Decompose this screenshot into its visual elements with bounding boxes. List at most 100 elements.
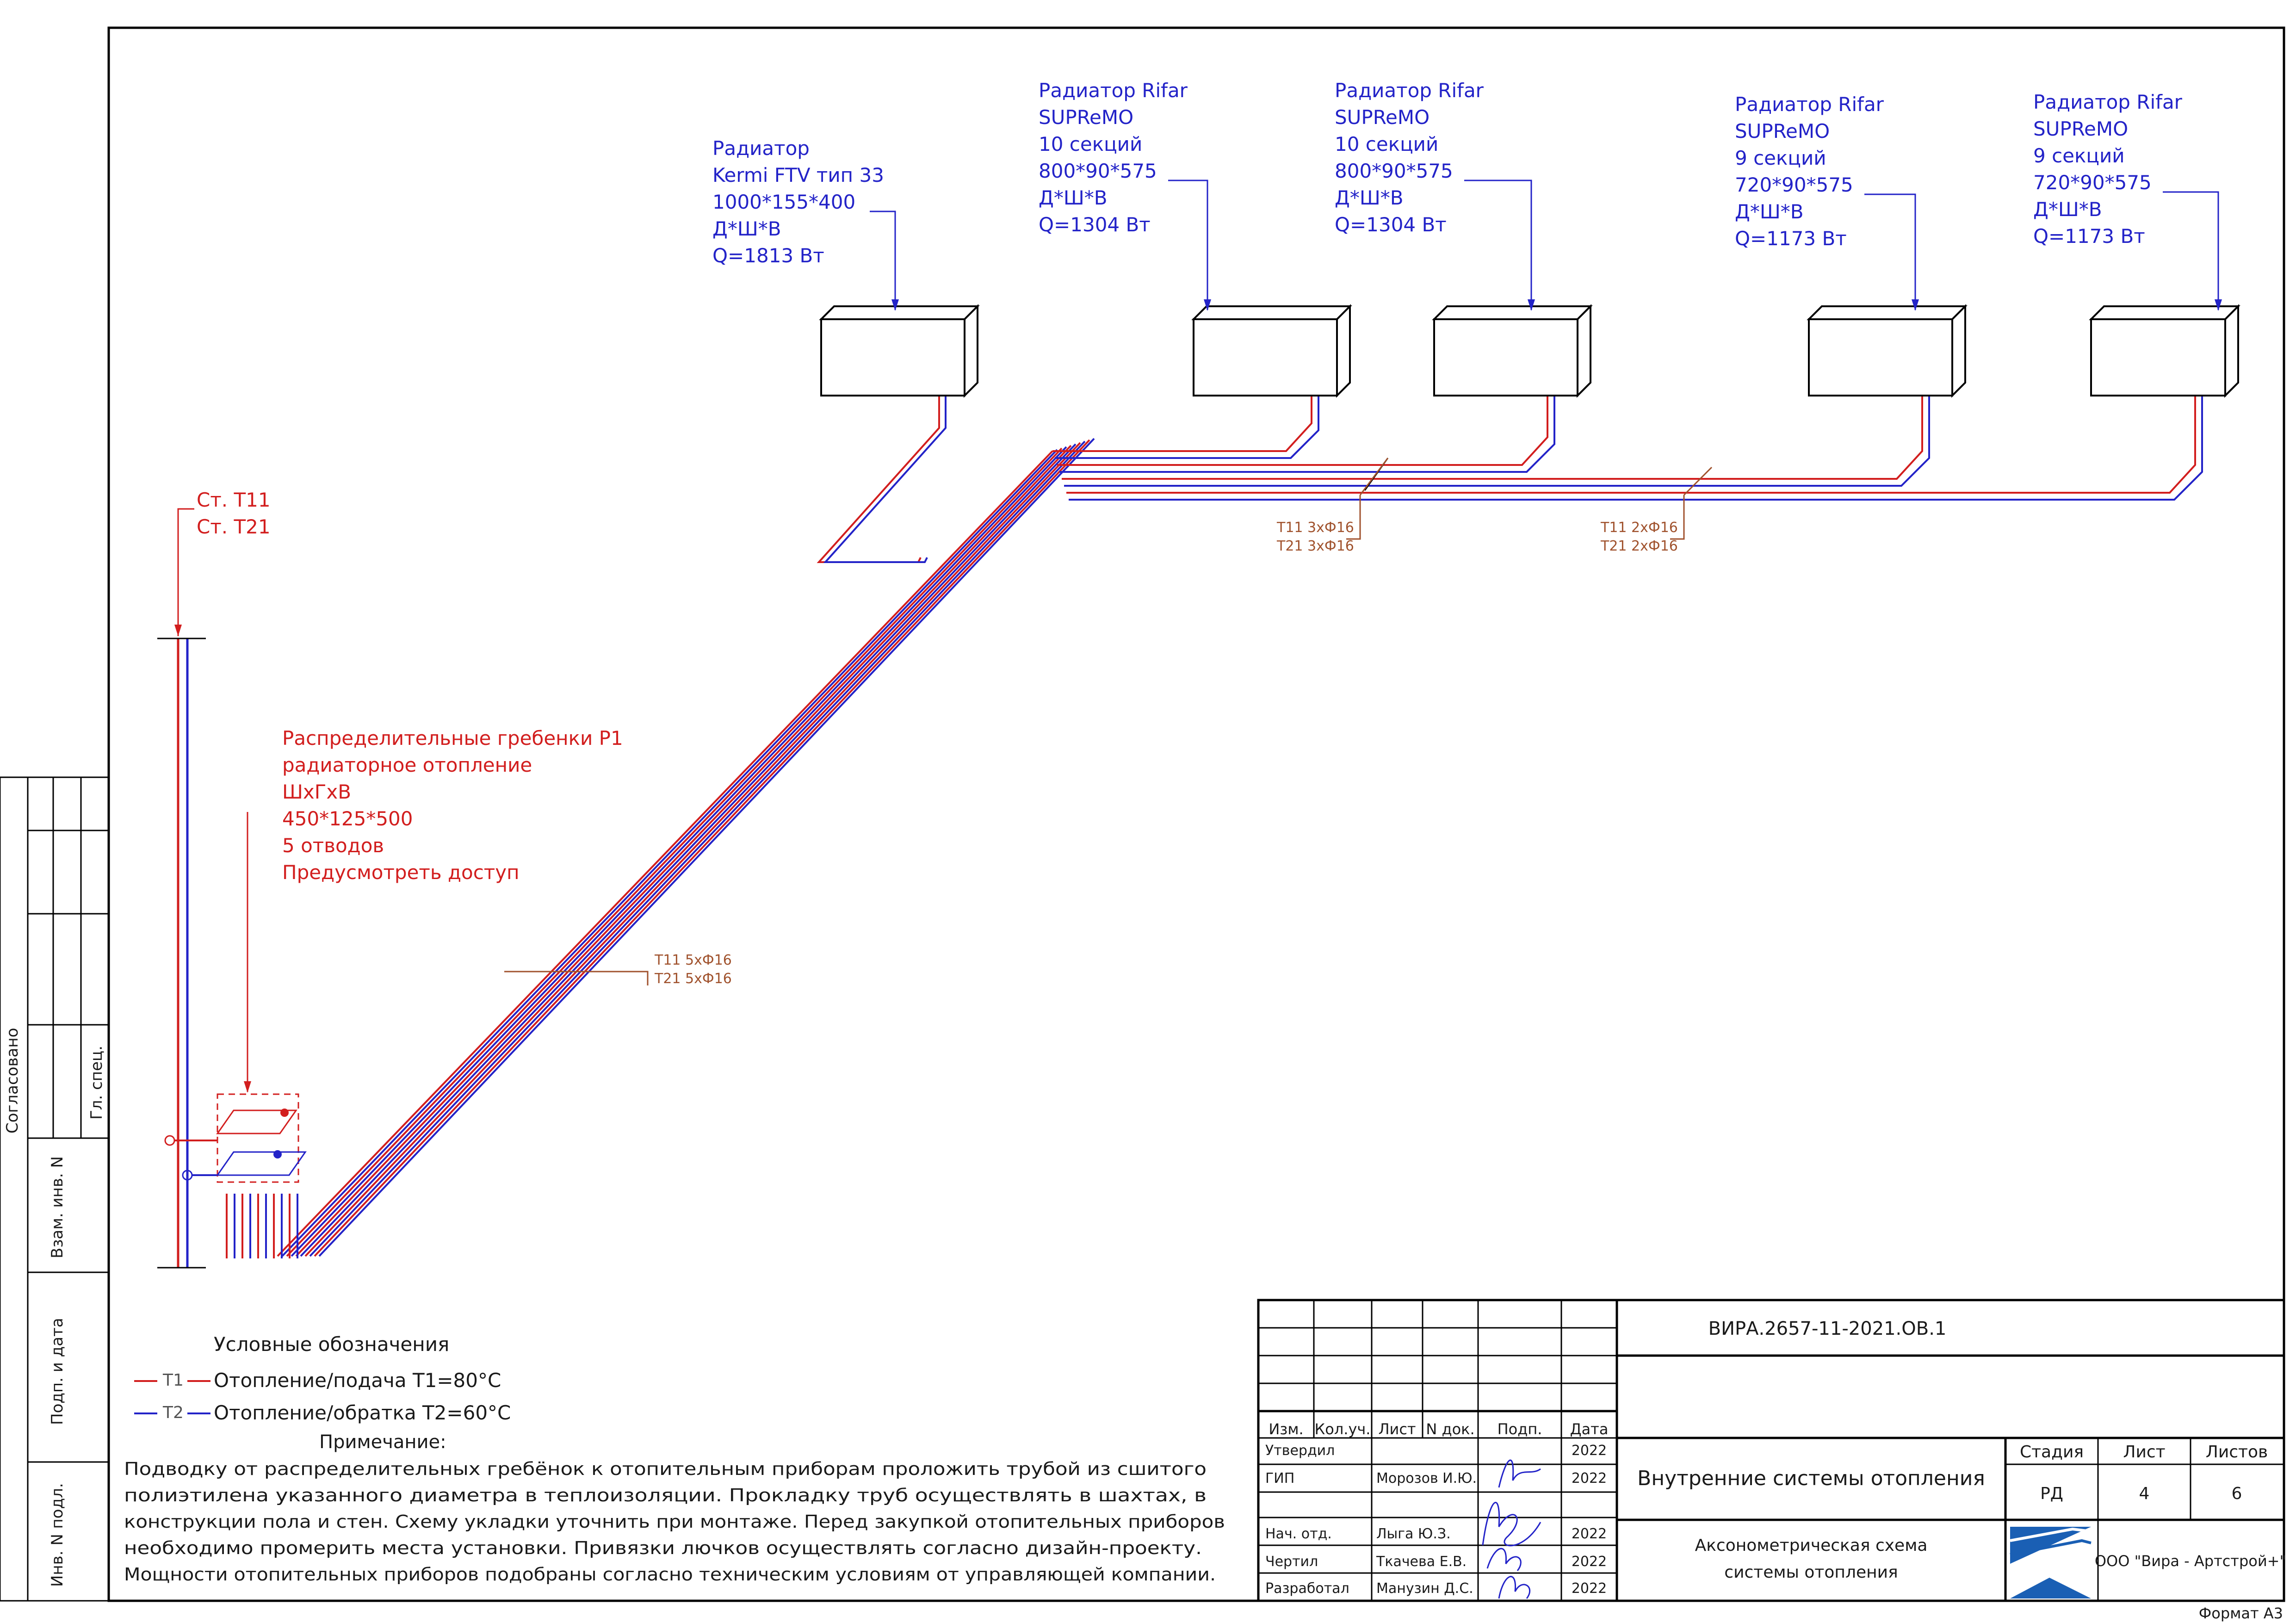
- note-line-1: полиэтилена указанного диаметра в теплои…: [124, 1485, 1207, 1505]
- pipe-label-2-a: Т11 2хФ16: [1600, 520, 1678, 536]
- signature-marks: [1482, 1459, 1541, 1599]
- radiator-1-label-4: Д*Ш*В: [1039, 186, 1108, 209]
- radiator-1-label-1: SUPReMO: [1039, 106, 1133, 129]
- sheet-label: Лист: [2123, 1443, 2165, 1462]
- legend-title: Условные обозначения: [214, 1333, 449, 1356]
- radiator-1-label-2: 10 секций: [1039, 133, 1142, 155]
- radiator-2-label-1: SUPReMO: [1335, 106, 1430, 129]
- pipe-label-group-0: Т11 5хФ16 Т21 5хФ16: [504, 952, 732, 987]
- radiator-4-label-1: SUPReMO: [2033, 118, 2128, 140]
- note-title: Примечание:: [319, 1431, 446, 1453]
- radiator-4-label-4: Д*Ш*В: [2033, 198, 2102, 221]
- doc-code: ВИРА.2657-11-2021.ОВ.1: [1708, 1318, 1947, 1339]
- radiator-4-label-2: 9 секций: [2033, 144, 2125, 167]
- radiator-2-label-4: Д*Ш*В: [1335, 186, 1404, 209]
- role-1: ГИП: [1265, 1470, 1294, 1487]
- radiator-0-label-1: Kermi FTV тип 33: [712, 164, 884, 186]
- legend-code-0: Т1: [162, 1371, 184, 1390]
- radiator-4-label-5: Q=1173 Вт: [2033, 225, 2145, 248]
- radiator-3-label-2: 9 секций: [1735, 147, 1826, 169]
- note-line-4: Мощности отопительных приборов подобраны…: [124, 1564, 1216, 1585]
- sheet-title-1: системы отопления: [1724, 1563, 1898, 1582]
- radiator-2-label-5: Q=1304 Вт: [1335, 213, 1447, 236]
- stage-value: РД: [2040, 1484, 2063, 1503]
- stamp-cell-2: Подп. и дата: [48, 1318, 67, 1425]
- pipe-label-1-b: Т21 3хФ16: [1276, 538, 1354, 554]
- col-izm: Изм.: [1269, 1420, 1303, 1438]
- radiator-0-label-3: Д*Ш*В: [712, 217, 781, 240]
- radiator-3-label-1: SUPReMO: [1735, 120, 1830, 142]
- sheet-value: 4: [2139, 1484, 2150, 1503]
- col-ndok: N док.: [1426, 1420, 1474, 1438]
- legend-text-1: Отопление/обратка Т2=60°С: [214, 1401, 511, 1424]
- note-line-2: конструкции пола и стен. Схему укладки у…: [124, 1511, 1225, 1532]
- note-line-0: Подводку от распределительных гребёнок к…: [124, 1459, 1207, 1479]
- stamp-cell-3: Инв. N подл.: [48, 1483, 67, 1587]
- radiator-2-label-2: 10 секций: [1335, 133, 1438, 155]
- date-1: 2022: [1572, 1470, 1607, 1487]
- sheet-title-0: Аксонометрическая схема: [1695, 1536, 1928, 1555]
- stamp-cell-0: Гл. спец.: [87, 1046, 106, 1120]
- stamp-cell-1: Взам. инв. N: [48, 1156, 67, 1258]
- manifold-label-4: 5 отводов: [282, 834, 384, 857]
- manifold-label-3: 450*125*500: [282, 807, 413, 830]
- stamp-agreed: Согласовано: [3, 1028, 22, 1134]
- legend-code-1: Т2: [162, 1403, 184, 1422]
- pipe-bundle: [226, 396, 2203, 1258]
- stage-label: Стадия: [2020, 1443, 2084, 1462]
- riser-label-1: Ст. Т21: [197, 515, 271, 538]
- company-logo: [2010, 1527, 2092, 1598]
- radiator-3-label-3: 720*90*575: [1735, 173, 1853, 196]
- manifold-label-2: ШхГхВ: [282, 781, 351, 803]
- col-date: Дата: [1570, 1420, 1609, 1438]
- radiator-2-label-3: 800*90*575: [1335, 160, 1453, 182]
- date-0: 2022: [1572, 1443, 1607, 1459]
- radiator-3-label-4: Д*Ш*В: [1735, 200, 1804, 223]
- company-name: ООО "Вира - Артстрой+": [2095, 1552, 2286, 1570]
- sheets-label: Листов: [2206, 1443, 2268, 1462]
- name-1: Морозов И.Ю.: [1376, 1470, 1477, 1487]
- date-2: 2022: [1572, 1526, 1607, 1542]
- col-podp: Подп.: [1498, 1420, 1542, 1438]
- project-name: Внутренние системы отопления: [1637, 1467, 1985, 1490]
- radiator-3-label-5: Q=1173 Вт: [1735, 227, 1847, 250]
- date-4: 2022: [1572, 1580, 1607, 1597]
- sheets-value: 6: [2232, 1484, 2242, 1503]
- name-4: Манузин Д.С.: [1376, 1580, 1473, 1597]
- legend-text-0: Отопление/подача Т1=80°С: [214, 1369, 501, 1392]
- radiator-0-label-0: Радиатор: [712, 137, 810, 160]
- role-0: Утвердил: [1265, 1443, 1335, 1459]
- manifold-label-0: Распределительные гребенки Р1: [282, 727, 623, 750]
- pipe-label-2-b: Т21 2хФ16: [1600, 538, 1678, 554]
- pipe-label-0-a: Т11 5хФ16: [654, 952, 732, 968]
- radiator-1-label-0: Радиатор Rifar: [1039, 79, 1188, 102]
- paper-format: Формат А3: [2199, 1604, 2283, 1622]
- role-4: Разработал: [1265, 1580, 1349, 1597]
- drawing-frame: [107, 26, 2285, 1602]
- name-2: Лыга Ю.З.: [1376, 1526, 1451, 1542]
- radiator-1-label-3: 800*90*575: [1039, 160, 1157, 182]
- radiator-0-label-4: Q=1813 Вт: [712, 244, 824, 267]
- date-3: 2022: [1572, 1554, 1607, 1570]
- name-3: Ткачева Е.В.: [1376, 1554, 1467, 1570]
- col-list: Лист: [1378, 1420, 1416, 1438]
- pipe-label-1-a: Т11 3хФ16: [1276, 520, 1354, 536]
- role-2: Нач. отд.: [1265, 1526, 1332, 1542]
- manifold: [216, 812, 307, 1183]
- col-kolvo: Кол.уч.: [1315, 1420, 1371, 1438]
- pipe-label-0-b: Т21 5хФ16: [654, 971, 732, 987]
- radiator-4-label-0: Радиатор Rifar: [2033, 91, 2183, 113]
- radiator-0-label-2: 1000*155*400: [712, 191, 855, 213]
- manifold-label-5: Предусмотреть доступ: [282, 861, 520, 884]
- radiator-2-label-0: Радиатор Rifar: [1335, 79, 1484, 102]
- riser-label-0: Ст. Т11: [197, 489, 271, 511]
- radiator-4-label-3: 720*90*575: [2033, 171, 2152, 194]
- note: Примечание: Подводку от распределительны…: [124, 1431, 1225, 1585]
